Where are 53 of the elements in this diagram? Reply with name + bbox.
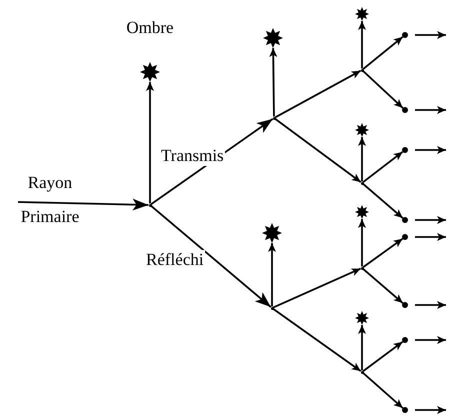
arrow <box>274 118 362 183</box>
intersection-point <box>148 204 152 206</box>
arrow <box>358 325 366 370</box>
arrow <box>415 301 446 309</box>
ray-end-dot <box>402 147 408 153</box>
intersection-point <box>270 306 274 310</box>
arrow <box>362 36 404 70</box>
node-caption: Ombre <box>125 18 175 38</box>
intersection-point <box>360 182 364 184</box>
arrow <box>272 308 362 372</box>
arrow <box>362 183 404 219</box>
arrow <box>362 372 404 409</box>
shadow-marker <box>355 311 369 325</box>
arrow <box>415 336 446 344</box>
arrow <box>415 31 446 39</box>
shadow-marker <box>262 223 282 243</box>
arrow <box>274 70 362 118</box>
shadow-marker <box>355 7 369 21</box>
intersection-point <box>272 116 276 120</box>
arrow <box>18 198 149 211</box>
shadow-marker <box>263 28 283 48</box>
arrow <box>415 106 446 114</box>
ray-end-dot <box>402 107 408 113</box>
intersection-point <box>360 266 364 270</box>
arrow <box>358 21 366 68</box>
arrow <box>358 137 366 182</box>
arrow <box>415 233 446 241</box>
intersection-point <box>360 370 364 374</box>
arrow <box>273 268 361 308</box>
arrow <box>269 48 278 117</box>
ray-end-dot <box>402 234 408 240</box>
ray-end-dot <box>402 407 408 413</box>
ray-end-dot <box>402 32 408 38</box>
arrow <box>362 151 404 183</box>
arrow <box>415 146 446 154</box>
arrow <box>268 243 276 306</box>
arrow <box>146 82 154 204</box>
shadow-marker <box>140 62 160 82</box>
ray-end-dot <box>402 217 408 223</box>
arrow <box>362 238 404 268</box>
shadow-marker <box>355 123 369 137</box>
intersection-point <box>360 68 364 72</box>
ray-end-dot <box>402 302 408 308</box>
arrow <box>358 219 366 266</box>
arrow <box>362 341 404 372</box>
ray-end-dot <box>402 337 408 343</box>
edge-label: Rayon Primaire <box>20 172 80 228</box>
arrow <box>362 70 404 109</box>
shadow-marker <box>355 205 369 219</box>
arrow <box>415 406 446 414</box>
arrow <box>150 205 272 308</box>
arrow <box>415 216 446 224</box>
arrow <box>362 268 404 304</box>
